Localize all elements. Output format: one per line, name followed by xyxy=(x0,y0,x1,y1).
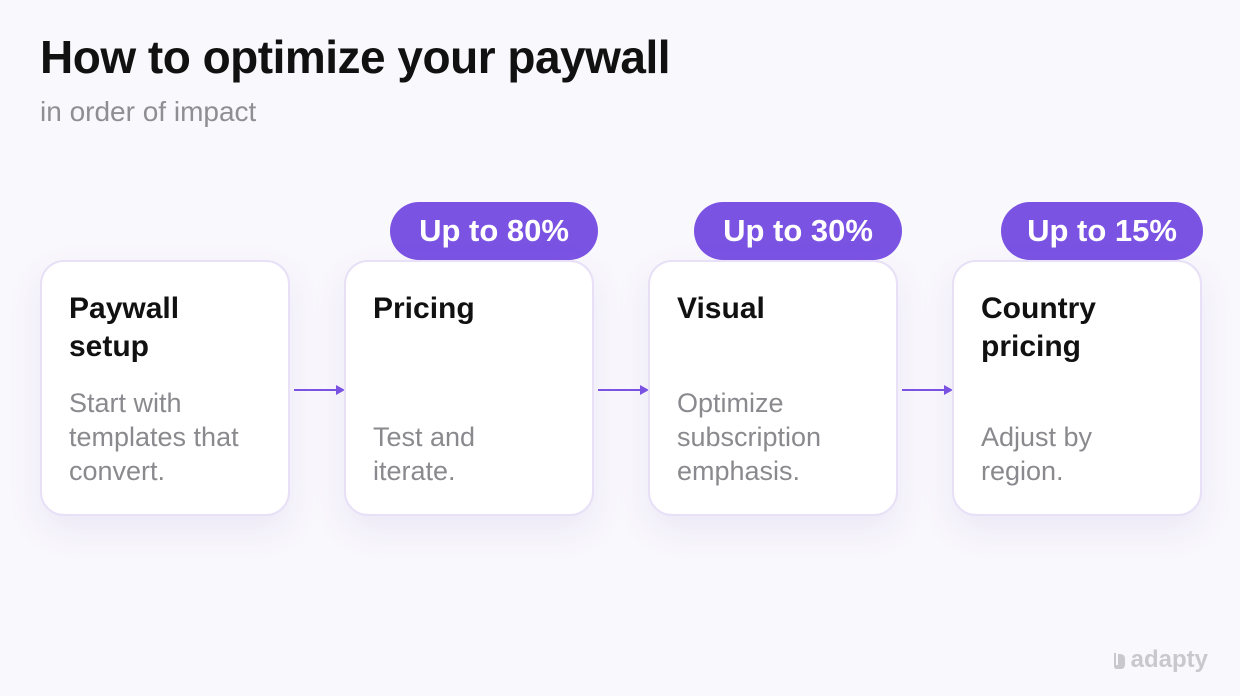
page-subtitle: in order of impact xyxy=(40,96,257,127)
step-description: Start with templates that convert. xyxy=(69,388,239,486)
step-description: Optimize subscription emphasis. xyxy=(677,388,822,486)
step-card-paywall-setup: Paywall setup Start with templates that … xyxy=(40,260,290,516)
arrow-right-icon xyxy=(598,385,649,395)
step-title: Pricing xyxy=(373,292,475,325)
step-card-pricing: Pricing Test and iterate. xyxy=(344,260,594,516)
step-title: Visual xyxy=(677,292,765,325)
adapty-logo-icon xyxy=(1113,653,1125,669)
brand-name: adapty xyxy=(1130,646,1208,673)
step-card-country-pricing: Country pricing Adjust by region. xyxy=(952,260,1202,516)
step-card-visual: Visual Optimize subscription emphasis. xyxy=(648,260,898,516)
arrow-right-icon xyxy=(294,385,345,395)
page-title: How to optimize your paywall xyxy=(40,31,671,83)
step-title: Paywall setup xyxy=(69,292,180,363)
impact-badge: Up to 30% xyxy=(694,202,902,260)
step-description: Adjust by region. xyxy=(981,422,1093,486)
brand-logo: adapty xyxy=(1110,646,1208,674)
step-title: Country pricing xyxy=(981,292,1096,363)
step-description: Test and iterate. xyxy=(373,422,476,486)
impact-badge: Up to 80% xyxy=(390,202,598,260)
impact-badge: Up to 15% xyxy=(1001,202,1203,260)
arrow-right-icon xyxy=(902,385,953,395)
